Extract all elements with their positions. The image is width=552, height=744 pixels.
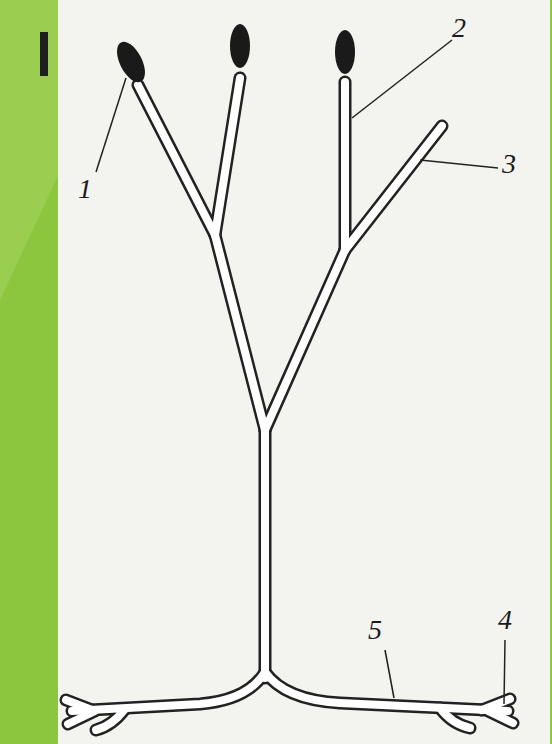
stem-outline: [66, 78, 513, 730]
callout-number: 2: [452, 14, 466, 42]
sporangium: [111, 24, 355, 87]
callout-number: 1: [78, 175, 92, 203]
edge-mark: [40, 32, 48, 76]
callout-number: 5: [368, 616, 382, 644]
paper: [58, 0, 550, 744]
callout-number: 3: [502, 150, 516, 178]
leader-line: [96, 40, 505, 704]
callout-number: 4: [498, 606, 512, 634]
stem-inner: [66, 78, 513, 730]
